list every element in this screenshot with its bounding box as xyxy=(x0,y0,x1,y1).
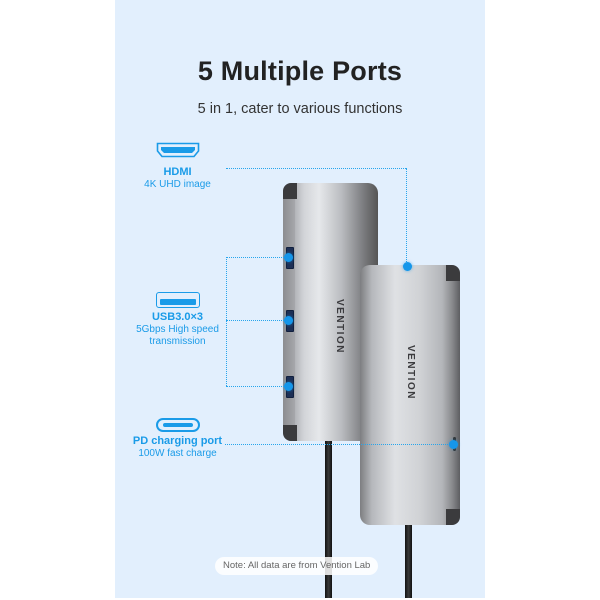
pd-callout-line xyxy=(225,444,452,445)
usb-callout-line xyxy=(226,386,288,387)
usb-port-marker xyxy=(283,252,293,262)
footer-note: Note: All data are from Vention Lab xyxy=(215,557,379,575)
brand-logo: VENTION xyxy=(405,345,416,400)
feature-desc: transmission xyxy=(149,336,206,347)
hub-end-cap xyxy=(283,425,297,441)
feature-desc: 5Gbps High speed xyxy=(136,324,219,335)
feature-desc: 100W fast charge xyxy=(138,448,217,459)
hub-end-cap xyxy=(283,183,297,199)
hub-2-cable xyxy=(405,522,412,598)
feature-pd: PD charging port 100W fast charge xyxy=(125,418,230,460)
pd-port-marker xyxy=(448,439,458,449)
feature-usb: USB3.0×3 5Gbps High speed transmission xyxy=(125,292,230,348)
feature-name: USB3.0×3 xyxy=(151,311,204,323)
feature-name: PD charging port xyxy=(132,435,223,447)
product-panel: 5 Multiple Ports 5 in 1, cater to variou… xyxy=(115,0,485,598)
hub-end-cap xyxy=(446,265,460,281)
page-title: 5 Multiple Ports xyxy=(197,56,403,86)
page-subtitle: 5 in 1, cater to various functions xyxy=(197,101,403,117)
hdmi-port-icon xyxy=(156,142,199,158)
usb-port-marker xyxy=(283,315,293,325)
hdmi-port-marker xyxy=(402,261,412,271)
feature-desc: 4K UHD image xyxy=(144,179,211,190)
usb-callout-line xyxy=(226,257,227,386)
usb-a-port-icon xyxy=(155,292,200,308)
hdmi-callout-line xyxy=(226,168,406,169)
usb-callout-line xyxy=(226,257,288,258)
feature-hdmi: HDMI 4K UHD image xyxy=(135,142,220,191)
usb-port-marker xyxy=(283,381,293,391)
brand-logo: VENTION xyxy=(334,299,345,354)
usb-c-port-icon xyxy=(155,418,200,432)
hub-1-cable xyxy=(325,438,332,598)
usb-callout-line xyxy=(226,320,288,321)
usb-hub-device-2: VENTION xyxy=(360,265,460,525)
hdmi-callout-line xyxy=(406,168,407,266)
feature-name: HDMI xyxy=(163,166,192,178)
hub-end-cap xyxy=(446,509,460,525)
